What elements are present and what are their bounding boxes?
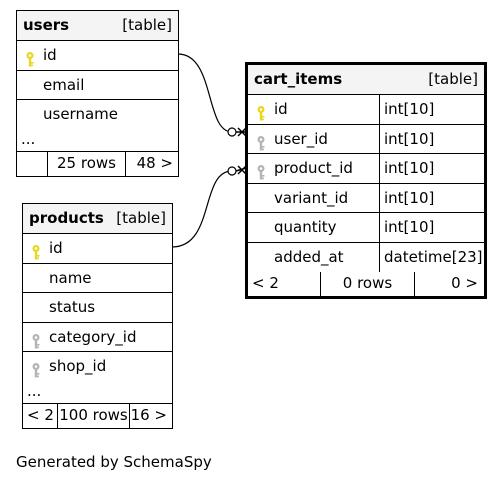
column-type: int[10] xyxy=(379,95,434,124)
products-table[interactable]: products [table] id name status category_id… xyxy=(22,203,173,429)
column-row-username[interactable]: username xyxy=(17,100,178,130)
column-name: name xyxy=(49,268,92,287)
footer-parents xyxy=(17,152,47,176)
column-name: user_id xyxy=(274,129,328,148)
cart-items-table[interactable]: cart_items [table] id int[10] user_id int[1… xyxy=(245,62,487,299)
column-name: category_id xyxy=(49,327,137,346)
more-columns-ellipsis: ... xyxy=(17,130,178,152)
foreign-key-icon xyxy=(29,359,43,378)
column-row-product-id[interactable]: product_id int[10] xyxy=(248,154,484,184)
column-row-quantity[interactable]: quantity int[10] xyxy=(248,213,484,243)
column-row-user-id[interactable]: user_id int[10] xyxy=(248,124,484,154)
table-type-tag: [table] xyxy=(428,70,478,88)
users-table-footer: 25 rows 48 > xyxy=(17,151,178,176)
footer-row-count: 0 rows xyxy=(320,272,414,296)
column-name: variant_id xyxy=(274,188,349,207)
table-name: products xyxy=(29,209,104,227)
table-name: users xyxy=(23,16,70,34)
column-type: int[10] xyxy=(379,183,434,212)
column-type: datetime[23] xyxy=(379,242,483,272)
column-row-shop-id[interactable]: shop_id xyxy=(23,352,172,382)
footer-parents: < 2 xyxy=(252,274,279,292)
column-row-name[interactable]: name xyxy=(23,264,172,293)
table-type-tag: [table] xyxy=(122,16,172,34)
column-name: added_at xyxy=(274,247,344,266)
column-row-added-at[interactable]: added_at datetime[23] xyxy=(248,242,484,272)
column-row-status[interactable]: status xyxy=(23,293,172,323)
products-link-crowfoot xyxy=(235,165,247,175)
column-row-category-id[interactable]: category_id xyxy=(23,323,172,352)
footer-parents: < 2 xyxy=(27,405,54,424)
foreign-key-icon xyxy=(254,161,268,180)
primary-key-icon xyxy=(23,48,37,67)
generated-by-caption: Generated by SchemaSpy xyxy=(16,453,212,471)
table-name: cart_items xyxy=(254,70,343,88)
cart-items-table-header[interactable]: cart_items [table] xyxy=(248,65,484,95)
foreign-key-icon xyxy=(254,132,268,150)
users-link-crowfoot xyxy=(236,127,247,137)
column-name: product_id xyxy=(274,159,353,177)
column-name: status xyxy=(49,298,96,316)
column-type: int[10] xyxy=(379,213,434,242)
products-link-circle xyxy=(227,166,237,176)
cart-items-table-footer: < 2 0 rows 0 > xyxy=(248,272,484,296)
footer-children: 48 > xyxy=(125,151,178,176)
column-name: id xyxy=(43,46,57,64)
footer-children: 0 > xyxy=(414,272,484,296)
column-row-email[interactable]: email xyxy=(17,71,178,100)
column-type: int[10] xyxy=(379,154,434,183)
column-name: id xyxy=(274,100,288,118)
column-row-variant-id[interactable]: variant_id int[10] xyxy=(248,183,484,213)
footer-row-count: 100 rows xyxy=(57,403,129,428)
primary-key-icon xyxy=(254,102,268,121)
products-table-footer: < 2 100 rows 16 > xyxy=(23,403,172,428)
column-type: int[10] xyxy=(379,124,434,153)
column-row-id[interactable]: id xyxy=(23,234,172,264)
column-row-id[interactable]: id int[10] xyxy=(248,95,484,125)
column-name: shop_id xyxy=(49,357,107,375)
column-name: email xyxy=(43,75,85,94)
products-to-cart-items-link xyxy=(171,170,233,248)
table-type-tag: [table] xyxy=(116,209,166,227)
footer-row-count: 25 rows xyxy=(47,151,125,176)
foreign-key-icon xyxy=(29,330,43,348)
products-table-header[interactable]: products [table] xyxy=(23,204,172,234)
primary-key-icon xyxy=(29,241,43,260)
more-columns-ellipsis: ... xyxy=(23,382,172,404)
column-row-id[interactable]: id xyxy=(17,41,178,71)
column-name: username xyxy=(43,105,118,123)
column-name: id xyxy=(49,239,63,257)
users-to-cart-items-link xyxy=(177,53,233,133)
column-name: quantity xyxy=(274,218,337,236)
footer-children: 16 > xyxy=(129,403,172,428)
users-link-circle xyxy=(227,127,237,137)
users-table-header[interactable]: users [table] xyxy=(17,11,178,41)
users-table[interactable]: users [table] id email username ... 25 row… xyxy=(16,10,179,177)
